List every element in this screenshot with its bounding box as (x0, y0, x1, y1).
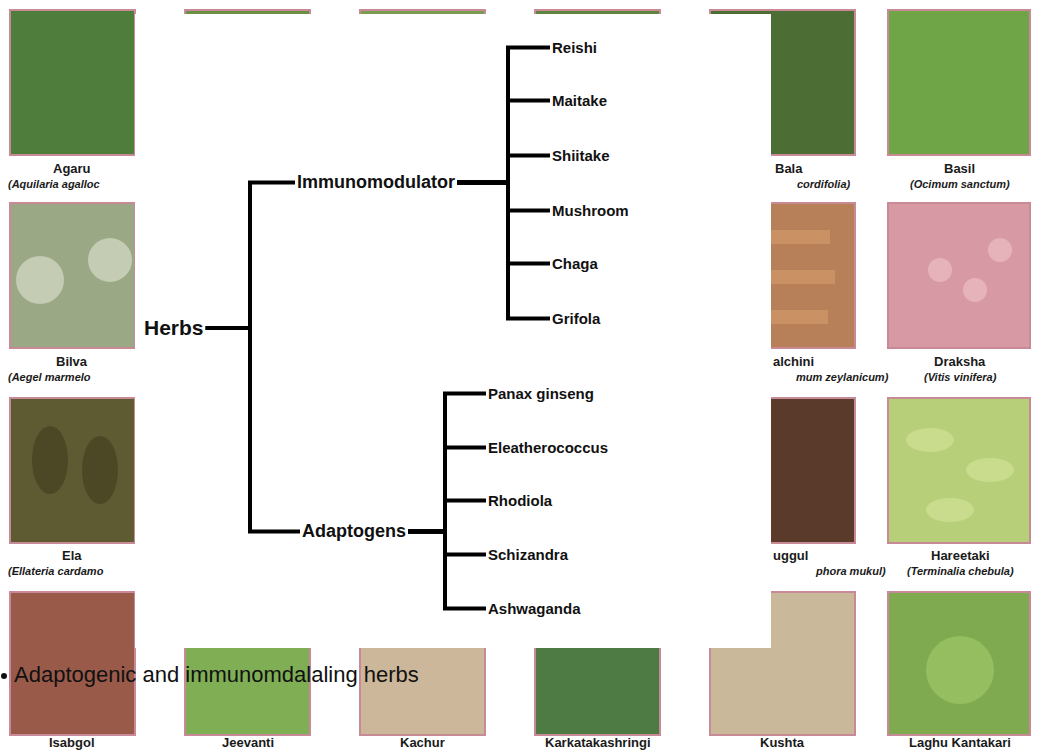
herb-term: Ashwaganda (484, 598, 585, 619)
tree-connector (459, 183, 548, 211)
term-text: Ashwaganda (488, 600, 581, 617)
herb-caption: Agaru (53, 161, 91, 176)
botanical-name: cordifolia) (797, 178, 850, 190)
tree-connector (410, 501, 484, 532)
herb-term: Panax ginseng (484, 383, 598, 404)
herb-caption: Isabgol (49, 735, 95, 750)
diagram-panel (135, 14, 771, 648)
botanical-name: mum zeylanicum) (796, 371, 888, 383)
term-text: Schizandra (488, 546, 568, 563)
herb-term: Maitake (548, 90, 611, 111)
term-text: Immunomodulator (297, 172, 455, 192)
botanical-name: (Aquilaria agalloc (8, 178, 100, 190)
herb-caption: Kushta (760, 735, 804, 750)
herb-caption: Draksha (934, 354, 985, 369)
herb-caption: Basil (944, 161, 975, 176)
herb-caption: Karkatakashringi (545, 735, 651, 750)
category-term: Adaptogens (298, 519, 410, 544)
term-text: Adaptogens (302, 521, 406, 541)
tree-connector (410, 394, 484, 532)
herb-caption: uggul (773, 548, 808, 563)
term-text: Rhodiola (488, 492, 552, 509)
bullet-dot (1, 673, 7, 679)
botanical-name: (Aegel marmelo (8, 371, 91, 383)
herb-term: Shiitake (548, 145, 614, 166)
herb-term: Rhodiola (484, 490, 556, 511)
tree-connector (410, 448, 484, 532)
tree-connector (459, 48, 548, 183)
herb-term: Grifola (548, 308, 604, 329)
herb-caption: alchini (773, 354, 814, 369)
term-text: Shiitake (552, 147, 610, 164)
herb-caption: Bilva (56, 354, 87, 369)
herb-caption: Hareetaki (931, 548, 990, 563)
botanical-name: (Terminalia chebula) (907, 565, 1014, 577)
herb-term: Chaga (548, 253, 602, 274)
tree-connector (410, 532, 484, 609)
herb-term: Reishi (548, 37, 601, 58)
tree-connector (459, 183, 548, 264)
herb-caption: Ela (62, 548, 82, 563)
herb-caption: Laghu Kantakari (909, 735, 1011, 750)
slide-bullet-text: Adaptogenic and immunomdalaling herbs (14, 662, 419, 688)
root-term: Herbs (140, 314, 208, 342)
herb-term: Mushroom (548, 200, 633, 221)
botanical-name: phora mukul) (816, 565, 886, 577)
herb-caption: Jeevanti (222, 735, 274, 750)
term-text: Maitake (552, 92, 607, 109)
term-text: Panax ginseng (488, 385, 594, 402)
category-term: Immunomodulator (293, 170, 459, 195)
herb-term: Eleatherococcus (484, 437, 612, 458)
tree-connector (459, 101, 548, 183)
herb-caption: Bala (775, 161, 802, 176)
herb-caption: Kachur (400, 735, 445, 750)
botanical-name: (Ocimum sanctum) (910, 178, 1010, 190)
tree-connector (410, 532, 484, 555)
herb-term: Schizandra (484, 544, 572, 565)
term-text: Mushroom (552, 202, 629, 219)
term-text: Reishi (552, 39, 597, 56)
term-text: Grifola (552, 310, 600, 327)
botanical-name: (Ellateria cardamo (8, 565, 103, 577)
term-text: Herbs (144, 316, 204, 339)
photo-tiles (10, 10, 1030, 735)
term-text: Chaga (552, 255, 598, 272)
tree-connector (459, 156, 548, 183)
tree-connector (208, 328, 298, 532)
botanical-name: (Vitis vinifera) (924, 371, 996, 383)
tree-connector (459, 183, 548, 319)
tree-connector (208, 183, 293, 329)
term-text: Eleatherococcus (488, 439, 608, 456)
